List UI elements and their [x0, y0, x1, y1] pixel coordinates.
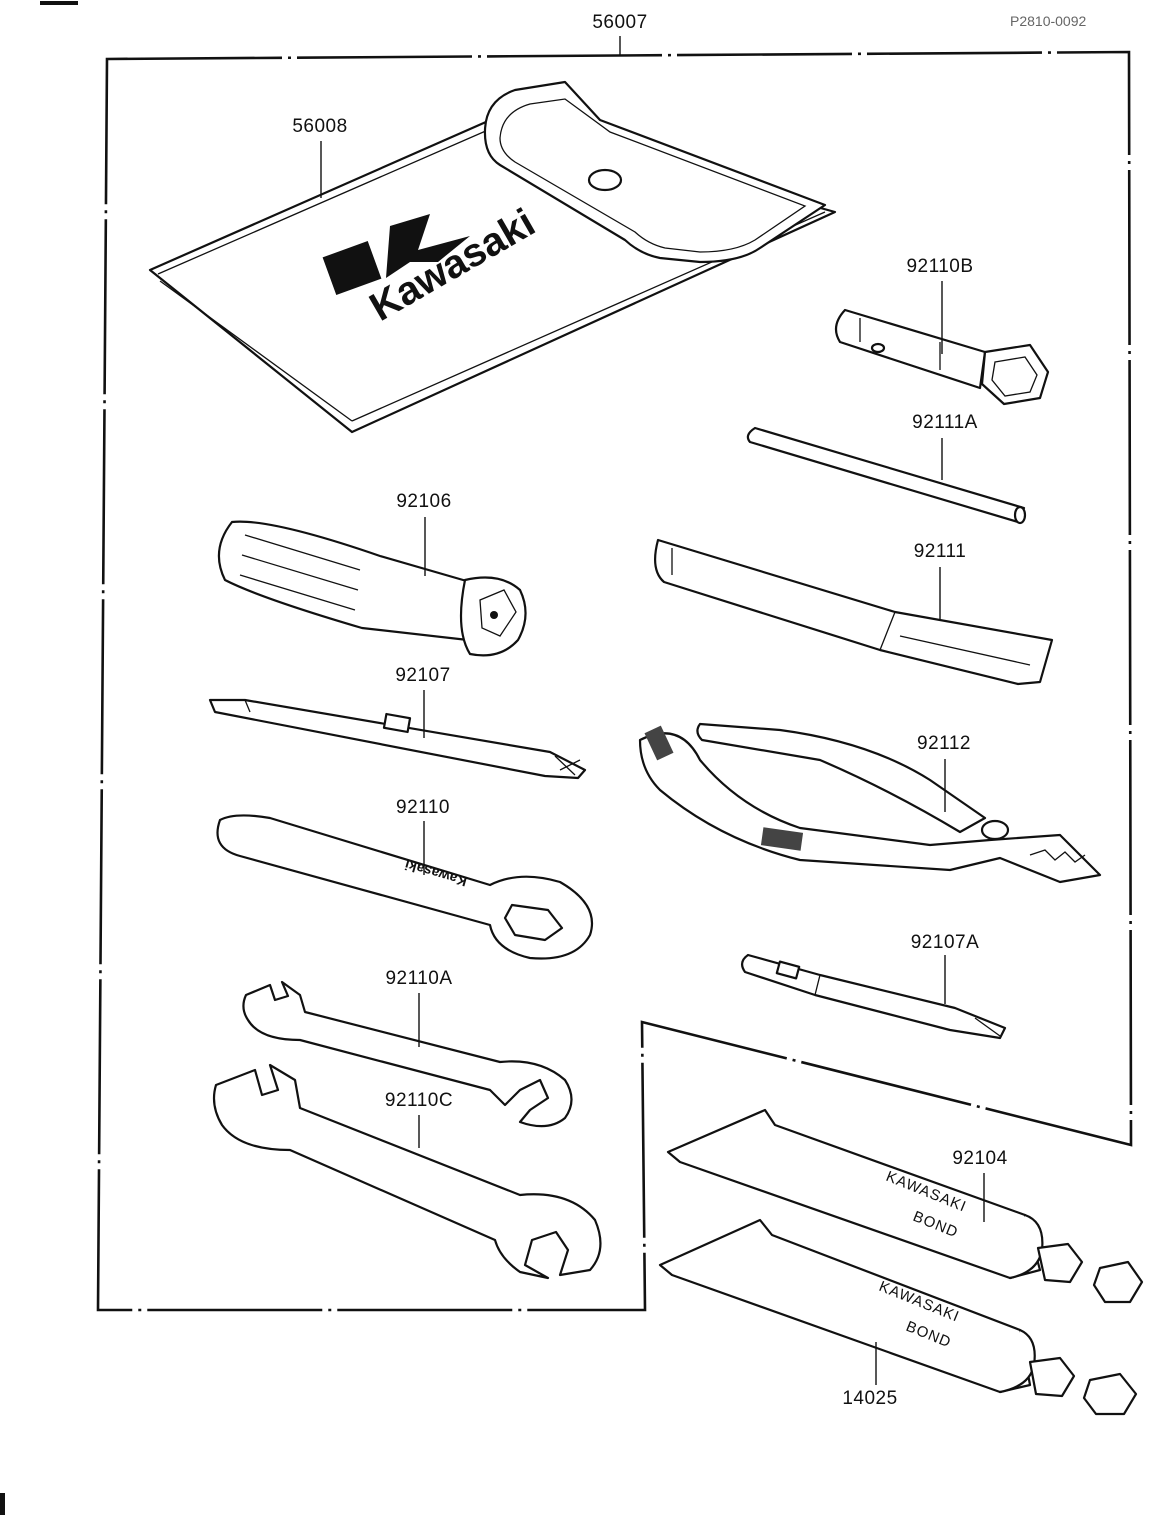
- part-number-92107: 92107: [395, 665, 451, 686]
- box-wrench-drawing: Kawasaki: [216, 814, 594, 960]
- part-number-14025: 14025: [842, 1388, 898, 1409]
- screwdriver-grip-drawing: [217, 520, 527, 657]
- bond-tube-a-drawing: KAWASAKI BOND: [666, 1108, 1144, 1304]
- extension-handle-drawing: [653, 538, 1054, 686]
- part-number-92110B: 92110B: [906, 256, 974, 277]
- part-number-56007: 56007: [592, 12, 648, 33]
- sheet-code: P2810-0092: [1010, 13, 1087, 29]
- handle-bar-drawing: [746, 426, 1027, 525]
- part-number-56008: 56008: [292, 116, 348, 137]
- part-number-92110: 92110: [396, 797, 450, 818]
- open-wrench-large-drawing: [212, 1063, 602, 1280]
- open-wrench-small-drawing: [242, 980, 573, 1128]
- part-number-92104: 92104: [952, 1148, 1008, 1169]
- screwdriver-bit-drawing: [208, 698, 587, 780]
- plug-wrench-drawing: [834, 308, 1050, 406]
- part-number-92111: 92111: [913, 541, 967, 562]
- kit-boundary-frame: [96, 50, 1133, 1312]
- part-number-92107A: 92107A: [910, 932, 980, 953]
- screwdriver-bit-a-drawing: [741, 953, 1007, 1040]
- part-number-92110A: 92110A: [385, 968, 453, 989]
- tool-bag-drawing: Kawasaki: [148, 80, 837, 434]
- part-number-92112: 92112: [917, 733, 971, 754]
- pliers-drawing: [638, 722, 1102, 884]
- part-number-92111A: 92111A: [912, 412, 978, 433]
- part-number-92106: 92106: [396, 491, 452, 512]
- edge-mark: [0, 1493, 5, 1515]
- part-number-92110C: 92110C: [384, 1090, 454, 1111]
